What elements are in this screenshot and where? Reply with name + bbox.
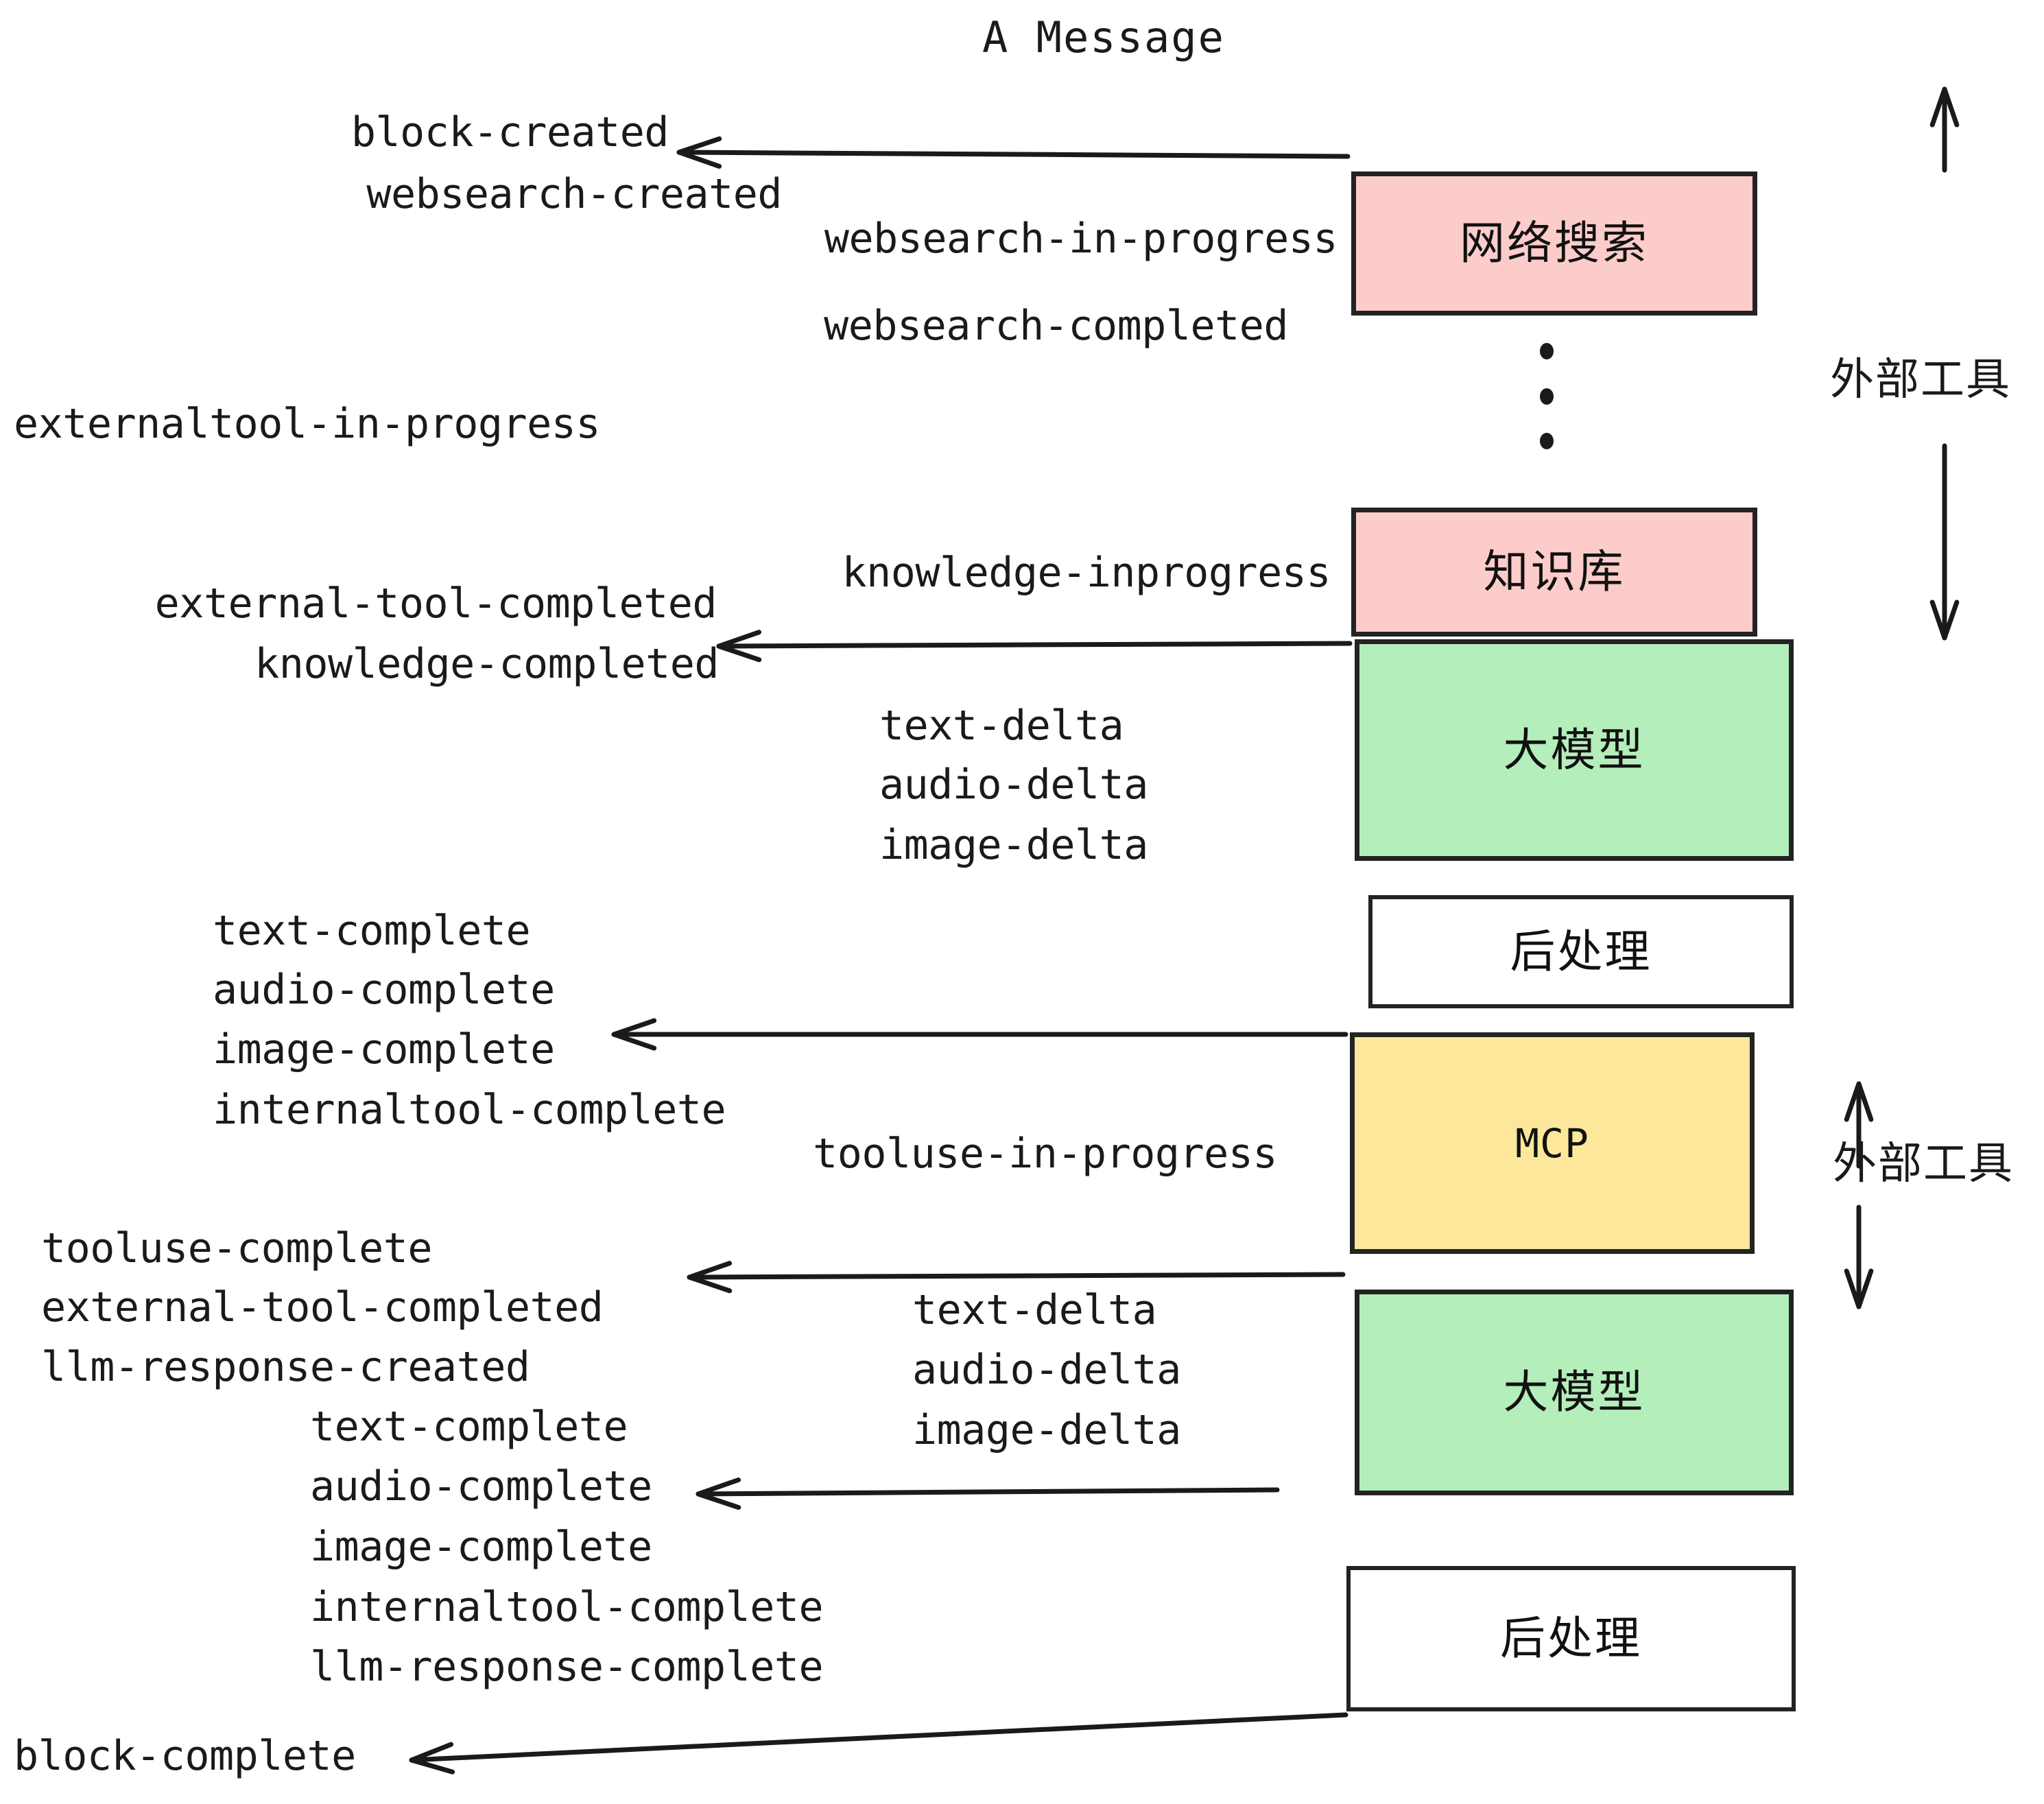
event-label-tooluse-complete: tooluse-complete (41, 1224, 432, 1272)
event-label-image-delta-2: image-delta (912, 1406, 1181, 1454)
node-knowledge-label: 知识库 (1483, 545, 1626, 598)
arrow-tooluse-complete-line (687, 1272, 1346, 1280)
event-label-block-complete: block-complete (14, 1732, 356, 1780)
node-mcp[interactable]: MCP (1350, 1032, 1755, 1254)
ellipsis-dot (1540, 343, 1554, 359)
page-title: A Message (982, 12, 1225, 62)
event-label-knowledge-completed: knowledge-completed (254, 640, 719, 688)
arrow-audio-complete-line (696, 1487, 1280, 1497)
node-post2[interactable]: 后处理 (1346, 1566, 1796, 1711)
arrow-audio-complete-head (696, 1477, 741, 1510)
event-label-llm-response-created: llm-response-created (41, 1343, 530, 1391)
event-label-image-delta-1: image-delta (879, 821, 1148, 869)
event-label-audio-delta-1: audio-delta (879, 761, 1148, 809)
event-label-audio-delta-2: audio-delta (912, 1346, 1181, 1394)
event-label-external-tool-completed-2: external-tool-completed (41, 1283, 604, 1331)
event-label-llm-response-complete: llm-response-complete (310, 1643, 824, 1691)
event-label-image-complete-1: image-complete (213, 1025, 555, 1073)
group-label-external-tools-bottom: 外部工具 (1833, 1139, 2014, 1189)
external-tools-bottom-up-head (1844, 1081, 1874, 1122)
external-tools-top-up-head (1929, 86, 1960, 128)
event-label-block-created: block-created (350, 108, 669, 156)
event-label-image-complete-2: image-complete (310, 1523, 652, 1571)
node-post1-label: 后处理 (1510, 925, 1652, 978)
node-websearch[interactable]: 网络搜索 (1351, 171, 1757, 316)
node-llm2[interactable]: 大模型 (1355, 1290, 1794, 1495)
event-label-websearch-completed: websearch-completed (824, 302, 1288, 350)
arrow-block-complete-line (409, 1712, 1348, 1763)
event-label-text-complete-1: text-complete (213, 907, 531, 955)
node-websearch-label: 网络搜索 (1460, 217, 1649, 270)
arrow-tooluse-complete-head (687, 1261, 733, 1294)
arrow-block-created-head (676, 136, 722, 169)
event-label-text-delta-2: text-delta (912, 1286, 1157, 1334)
external-tools-bottom-down-head (1844, 1268, 1874, 1309)
event-label-knowledge-inprogress: knowledge-inprogress (842, 549, 1331, 597)
node-mcp-label: MCP (1515, 1119, 1589, 1167)
external-tools-top-down-head (1929, 600, 1960, 641)
event-label-external-tool-completed-1: external-tool-completed (154, 580, 717, 628)
node-llm1-label: 大模型 (1503, 723, 1645, 776)
event-label-externaltool-in-progress: externaltool-in-progress (14, 400, 600, 448)
node-knowledge[interactable]: 知识库 (1351, 508, 1757, 637)
arrow-image-complete-head (611, 1018, 657, 1051)
node-llm1[interactable]: 大模型 (1355, 639, 1794, 861)
vertical-ellipsis (1540, 343, 1554, 449)
event-label-tooluse-in-progress: tooluse-in-progress (813, 1130, 1277, 1178)
arrow-block-created-line (676, 150, 1351, 159)
event-label-text-delta-1: text-delta (879, 702, 1124, 750)
arrow-block-complete-head (409, 1742, 455, 1775)
arrow-knowledge-completed-line (716, 641, 1353, 649)
event-label-audio-complete-1: audio-complete (213, 966, 555, 1014)
event-label-websearch-in-progress: websearch-in-progress (824, 215, 1338, 263)
event-label-internaltool-complete-1: internaltool-complete (213, 1086, 726, 1134)
event-label-audio-complete-2: audio-complete (310, 1462, 652, 1510)
arrow-knowledge-completed-head (716, 630, 762, 663)
ellipsis-dot (1540, 388, 1554, 405)
group-label-external-tools-top: 外部工具 (1830, 355, 2011, 405)
event-label-internaltool-complete-2: internaltool-complete (310, 1583, 824, 1631)
event-label-websearch-created: websearch-created (366, 170, 782, 218)
event-label-text-complete-2: text-complete (310, 1403, 628, 1451)
node-post2-label: 后处理 (1500, 1612, 1642, 1665)
node-post1[interactable]: 后处理 (1368, 895, 1794, 1008)
ellipsis-dot (1540, 433, 1554, 449)
node-llm2-label: 大模型 (1503, 1366, 1645, 1419)
